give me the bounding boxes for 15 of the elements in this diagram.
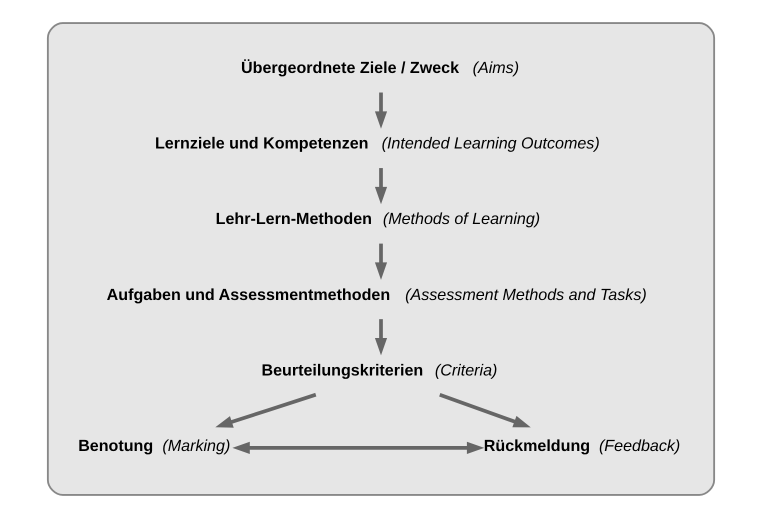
arrow bbox=[439, 392, 531, 428]
node-text: Aufgaben und Assessmentmethoden (Assessment Methods and Tasks) bbox=[106, 286, 647, 304]
node-text: Beurteilungskriterien (Criteria) bbox=[261, 361, 498, 380]
node-text: Übergeordnete Ziele / Zweck (Aims) bbox=[241, 59, 520, 78]
arrow bbox=[374, 168, 388, 204]
arrow bbox=[215, 392, 316, 428]
node-text: Benotung (Marking) bbox=[78, 436, 230, 455]
arrow bbox=[374, 244, 388, 280]
arrow bbox=[374, 92, 388, 129]
arrow bbox=[374, 319, 388, 356]
cluster bbox=[46, 22, 716, 496]
node-text: Lernziele und Kompetenzen (Intended Learning Outcomes) bbox=[154, 134, 600, 153]
node-text: Lehr-Lern-Methoden (Methods of Learning) bbox=[216, 210, 540, 228]
arrow bbox=[232, 442, 484, 454]
node-text: Rückmeldung (Feedback) bbox=[484, 436, 680, 455]
